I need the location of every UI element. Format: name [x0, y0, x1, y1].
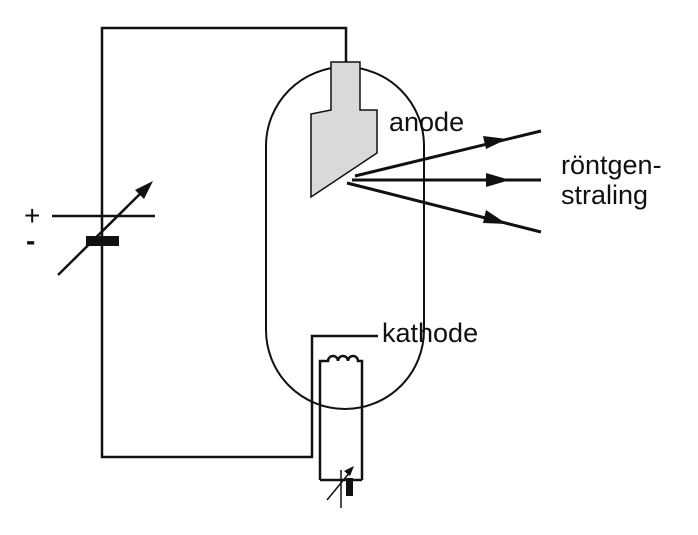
xray-label-line2: straling	[561, 180, 649, 210]
cathode-filament-coil	[318, 354, 364, 480]
xray-label-line1: röntgen-	[561, 150, 662, 180]
xray-arrow-middle	[486, 173, 510, 187]
tube-envelope	[265, 66, 425, 410]
anode-label: anode	[389, 107, 465, 137]
xray-beam-lower	[346, 181, 542, 234]
heater-variable-arrow-head	[344, 466, 354, 476]
battery-negative-plate	[86, 236, 119, 246]
battery-plus-sign: +	[24, 200, 41, 231]
xray-arrow-upper	[483, 136, 507, 149]
battery-minus-sign: -	[26, 225, 36, 256]
variable-arrow-head	[135, 181, 153, 199]
kathode-label: kathode	[382, 318, 479, 348]
xray-beam-upper	[354, 129, 542, 178]
anode-target	[310, 61, 378, 199]
heater-variable-arrow	[326, 471, 351, 501]
variable-arrow-line	[57, 189, 145, 276]
circuit-wire	[100, 26, 378, 459]
xray-arrow-lower	[483, 210, 507, 224]
heater-battery-negative	[346, 478, 353, 496]
